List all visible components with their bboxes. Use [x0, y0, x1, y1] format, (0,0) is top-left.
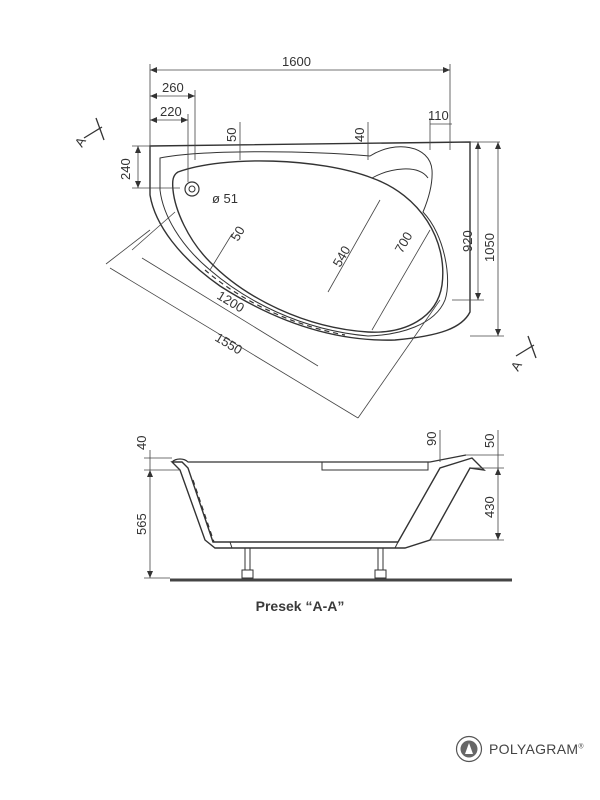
- dim-540-label: 540: [330, 243, 354, 269]
- section-rim: [171, 454, 467, 463]
- dim-1050-label: 1050: [482, 233, 497, 262]
- section-dim-90-label: 90: [424, 432, 439, 446]
- dim-920-label: 920: [460, 230, 475, 252]
- brand-name: POLYAGRAM®: [489, 741, 584, 757]
- section-dim-50-label: 50: [482, 434, 497, 448]
- dim-260-label: 260: [162, 80, 184, 95]
- section-dashed-wall: [192, 479, 215, 543]
- dim-700-label: 700: [392, 229, 416, 255]
- brand-logo: POLYAGRAM®: [455, 733, 584, 765]
- section-marker-bottom-label: A: [508, 358, 525, 373]
- section-dim-565-label: 565: [134, 513, 149, 535]
- bathtub-basin: [171, 160, 444, 333]
- drain-label: ø 51: [212, 191, 238, 206]
- section-headrest: [321, 462, 429, 471]
- dim-40-top-label: 40: [352, 128, 367, 142]
- section-dim-430-label: 430: [482, 496, 497, 518]
- dim-220-label: 220: [160, 104, 182, 119]
- polyagram-seal-icon: [455, 735, 483, 763]
- section-outer-shell: [170, 457, 486, 549]
- dim-240-label: 240: [118, 158, 133, 180]
- plan-view: [149, 141, 471, 341]
- dim-110-label: 110: [428, 108, 449, 123]
- dim-1600-label: 1600: [282, 54, 311, 69]
- bathtub-outer-outline: [149, 141, 471, 341]
- section-arrowheads: [147, 468, 501, 578]
- drain-outer: [184, 181, 200, 197]
- section-marker-bottom: [515, 335, 537, 359]
- section-dim-40-label: 40: [134, 436, 149, 450]
- section-marker-top: [83, 117, 105, 141]
- headrest-line: [371, 168, 429, 179]
- drain-inner: [188, 185, 196, 193]
- section-caption: Presek “A-A”: [255, 598, 345, 614]
- bathtub-inner-rim: [159, 146, 449, 337]
- dim-1550-label: 1550: [212, 330, 245, 358]
- plan-arrowheads: [135, 67, 501, 336]
- dim-1200-label: 1200: [214, 288, 247, 316]
- section-base: [229, 541, 399, 549]
- dim-50-inner-label: 50: [228, 223, 248, 243]
- support-legs: [241, 548, 387, 579]
- section-view: [170, 454, 512, 582]
- dim-50-top-label: 50: [224, 128, 239, 142]
- seat-dashed-line: [204, 269, 346, 336]
